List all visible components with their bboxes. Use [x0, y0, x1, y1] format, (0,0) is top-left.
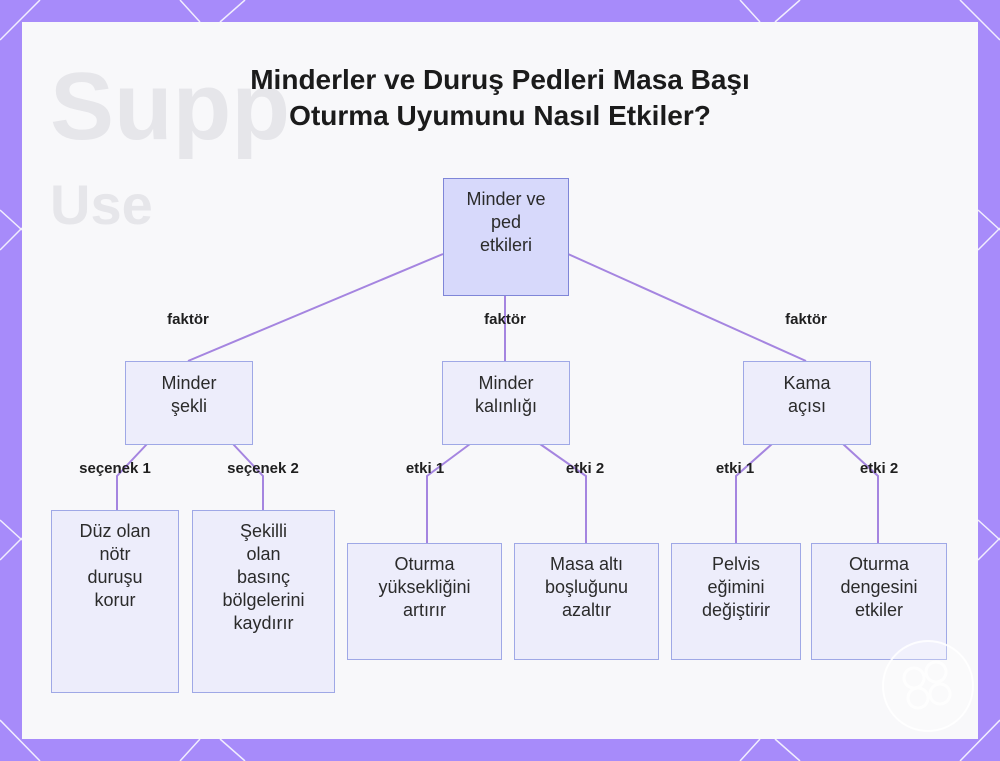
node-wedge-angle: Kama açısı	[743, 361, 871, 445]
edge-shape-flat	[116, 443, 148, 510]
edge-label-option-2: seçenek 2	[227, 460, 299, 477]
edge-label-effect-1-mid: etki 1	[405, 460, 445, 477]
node-flat-neutral: Düz olan nötr duruşu korur	[51, 510, 179, 693]
edge-label-effect-2-right: etki 2	[859, 460, 899, 477]
edge-wedge-balance	[842, 443, 879, 543]
edge-root-wedge	[567, 253, 807, 362]
edge-shape-shaped	[232, 443, 264, 510]
background-ghost-text: Supp	[50, 53, 290, 160]
node-cushion-shape: Minder şekli	[125, 361, 253, 445]
edge-thickness-desk	[539, 443, 587, 543]
node-desk-space: Masa altı boşluğunu azaltır	[514, 543, 659, 660]
node-shaped-pressure: Şekilli olan basınç bölgelerini kaydırır	[192, 510, 335, 693]
edge-label-effect-2-mid: etki 2	[565, 460, 605, 477]
edge-label-factor-left: faktör	[167, 311, 209, 328]
brand-logo-icon	[882, 640, 974, 732]
node-cushion-thickness: Minder kalınlığı	[442, 361, 570, 445]
edge-label-factor-mid: faktör	[484, 311, 526, 328]
edge-root-shape	[187, 253, 444, 362]
edge-label-option-1: seçenek 1	[79, 460, 151, 477]
node-seat-height: Oturma yüksekliğini artırır	[347, 543, 502, 660]
diagram-title: Minderler ve Duruş Pedleri Masa Başı Otu…	[0, 62, 1000, 134]
edge-label-factor-right: faktör	[785, 311, 827, 328]
node-pelvis-tilt: Pelvis eğimini değiştirir	[671, 543, 801, 660]
title-line-2: Oturma Uyumunu Nasıl Etkiler?	[289, 100, 711, 131]
background-ghost-text-2: Use	[50, 173, 153, 236]
title-line-1: Minderler ve Duruş Pedleri Masa Başı	[250, 64, 750, 95]
edge-thickness-height	[426, 443, 471, 543]
edge-label-effect-1-right: etki 1	[715, 460, 755, 477]
edge-wedge-pelvis	[735, 443, 773, 543]
node-root: Minder ve ped etkileri	[443, 178, 569, 296]
